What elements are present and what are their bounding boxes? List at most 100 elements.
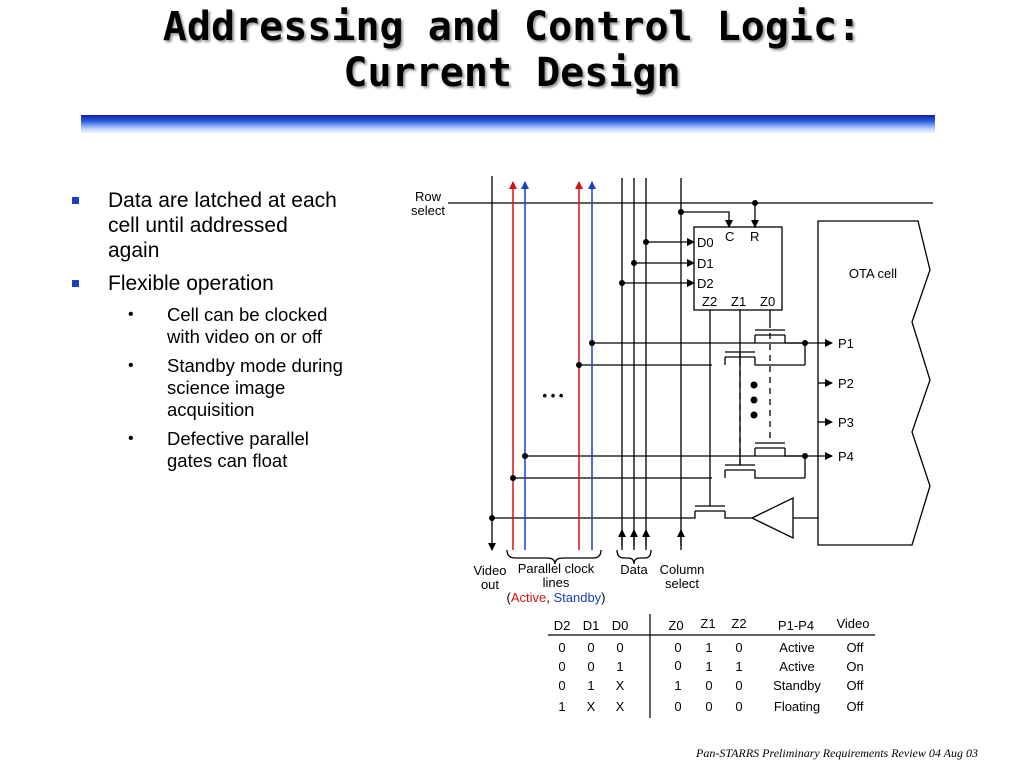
- junction-dot: [752, 200, 758, 206]
- more-lines-ellipsis: • • •: [543, 388, 564, 403]
- video-out-label: out: [481, 577, 499, 592]
- latch-reset-label: R: [750, 229, 759, 244]
- latch-input-d2: D2: [697, 276, 714, 291]
- table-cell: 0: [674, 658, 681, 673]
- phase-label-p4: P4: [838, 449, 854, 464]
- latch-output-z0: Z0: [760, 294, 775, 309]
- clock-input-wire: [681, 211, 733, 228]
- junction-dot: [631, 260, 637, 266]
- phase-ellipsis-dot: [750, 381, 758, 389]
- table-cell: 0: [735, 678, 742, 693]
- table-cell: 1: [587, 678, 594, 693]
- slide-footer: Pan-STARRS Preliminary Requirements Revi…: [696, 746, 978, 760]
- table-cell: Active: [779, 659, 814, 674]
- square-bullet-icon: [72, 280, 79, 287]
- table-cell: 0: [558, 659, 565, 674]
- junction-dot: [489, 515, 495, 521]
- table-cell: 0: [674, 699, 681, 714]
- table-cell: X: [616, 678, 625, 693]
- table-cell: 0: [705, 699, 712, 714]
- transistor-source: [754, 357, 805, 366]
- latch-input-d1: D1: [697, 256, 714, 271]
- ota-cell-label: OTA cell: [849, 266, 897, 281]
- table-cell: 0: [674, 640, 681, 655]
- latch-box: [693, 226, 783, 311]
- junction-dot: [802, 453, 808, 459]
- latch-output-z1: Z1: [731, 294, 746, 309]
- slide-title: Addressing and Control Logic: Current De…: [0, 0, 1024, 96]
- phase-label-p1: P1: [838, 336, 854, 351]
- table-cell: 0: [735, 640, 742, 655]
- video-transistor-drain: [492, 511, 696, 519]
- table-cell: Active: [779, 640, 814, 655]
- junction-dot: [643, 239, 649, 245]
- phase-label-p3: P3: [838, 415, 854, 430]
- junction-dot: [678, 209, 684, 215]
- table-header: D1: [583, 618, 600, 633]
- table-cell: Off: [846, 699, 863, 714]
- transistor-source: [784, 335, 806, 365]
- junction-dot: [522, 453, 528, 459]
- table-cell: Off: [846, 678, 863, 693]
- slide-title-line-2: Current Design: [343, 50, 681, 96]
- legend-close-paren: ): [601, 590, 605, 605]
- legend-open-paren: (: [506, 590, 511, 605]
- table-cell: 0: [587, 640, 594, 655]
- table-header: D2: [554, 618, 571, 633]
- dot-bullet-icon: •: [128, 357, 134, 374]
- table-header: Video: [836, 616, 869, 631]
- table-cell: 1: [705, 640, 712, 655]
- table-cell: Standby: [773, 678, 821, 693]
- table-cell: 1: [616, 659, 623, 674]
- table-cell: 1: [558, 699, 565, 714]
- data-lines-brace: [616, 549, 652, 565]
- bullet-text: Flexible operation: [108, 272, 274, 295]
- table-cell: X: [587, 699, 596, 714]
- slide-title-line-1: Addressing and Control Logic:: [162, 4, 862, 50]
- data-label: Data: [620, 562, 648, 577]
- square-bullet-icon: [72, 197, 79, 204]
- table-cell: 0: [587, 659, 594, 674]
- ota-buffer-triangle: [750, 496, 794, 540]
- table-header: Z0: [668, 618, 683, 633]
- table-cell: Off: [846, 640, 863, 655]
- parallel-clock-label: lines: [543, 575, 570, 590]
- junction-dot: [510, 475, 516, 481]
- column-select-label: select: [665, 576, 699, 591]
- legend-comma: ,: [546, 590, 553, 605]
- junction-dot: [802, 340, 808, 346]
- table-header: Z1: [700, 616, 715, 631]
- latch-clock-label: C: [725, 229, 734, 244]
- table-cell: X: [616, 699, 625, 714]
- table-cell: 0: [558, 640, 565, 655]
- ota-cell-outline: [817, 220, 931, 546]
- legend-active: Active: [511, 590, 546, 605]
- table-cell: 0: [735, 699, 742, 714]
- table-header: D0: [612, 618, 629, 633]
- phase-label-p2: P2: [838, 376, 854, 391]
- column-select-label: Column: [660, 562, 705, 577]
- table-cell: On: [846, 659, 863, 674]
- latch-output-z2: Z2: [702, 294, 717, 309]
- transistor-source: [784, 448, 806, 478]
- table-cell: 0: [558, 678, 565, 693]
- table-cell: 1: [735, 659, 742, 674]
- table-cell: 1: [705, 659, 712, 674]
- dot-bullet-icon: •: [128, 430, 134, 447]
- video-out-label: Video: [473, 563, 506, 578]
- row-select-label: select: [411, 203, 445, 218]
- latch-input-d0: D0: [697, 235, 714, 250]
- legend-standby: Standby: [553, 590, 601, 605]
- junction-dot: [576, 362, 582, 368]
- junction-dot: [619, 280, 625, 286]
- junction-dot: [589, 340, 595, 346]
- parallel-lines-brace: [506, 549, 602, 565]
